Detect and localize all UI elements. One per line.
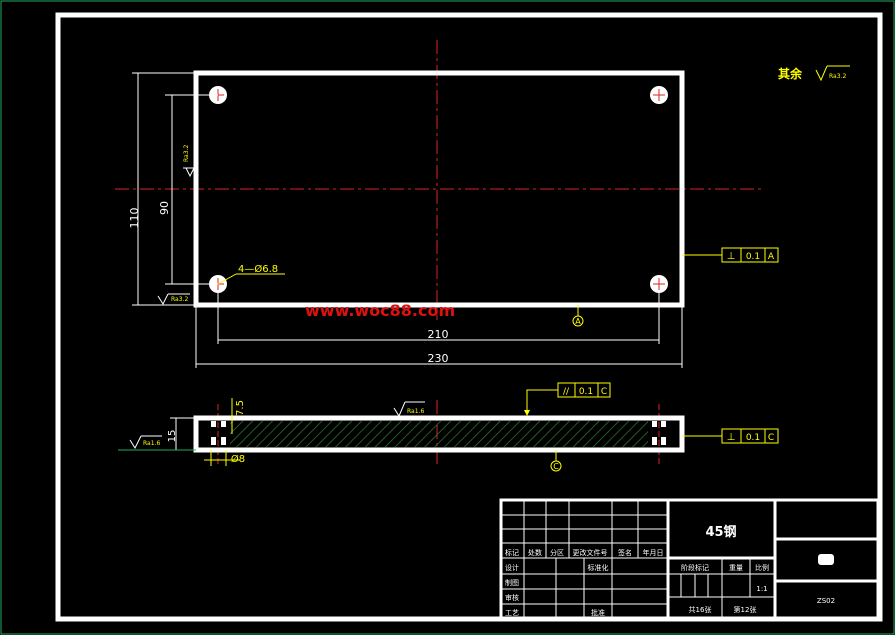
other-roughness-label: 其余 [778,66,803,81]
tol-parallel-arrow [524,410,530,416]
tol-perp-side-datum: C [768,433,774,443]
hole-leader [217,273,237,285]
section-hatch [230,421,648,447]
tol-parallel-leader [526,389,558,412]
drawing-frame [55,12,883,622]
dim-90: 90 [158,201,171,215]
hole-callout: 4—Ø6.8 [238,263,278,275]
dim-110-lines [132,72,196,306]
drawing-code: ZS02 [817,597,835,605]
stage-label: 阶段标记 [681,563,709,572]
tol-parallel-frame: // 0.1 C [557,382,611,398]
datum-a: A [572,305,584,327]
row-process: 工艺 [505,609,519,617]
row-design: 设计 [505,563,519,572]
roughness-value-mid: Ra1.6 [407,408,424,415]
tol-perp-top-value: 0.1 [746,252,760,262]
sheets-total: 共16张 [689,605,712,614]
scale-value: 1:1 [756,585,767,593]
tol-perp-side-symbol: ⊥ [727,432,736,443]
dim-210: 210 [428,328,449,341]
roughness-other-symbol: Ra3.2 [815,65,850,82]
dim-210-lines [217,292,660,344]
header-zone: 分区 [550,548,564,557]
dim-230-lines [195,307,683,368]
counterbore-left [211,421,226,445]
hole-top-right [650,86,668,104]
title-block [499,498,880,620]
dim-8-lines [204,450,240,466]
sheet-number: 第12张 [734,605,757,614]
dim-110: 110 [128,208,141,229]
approve-label: 批准 [591,608,605,617]
roughness-value-bottom: Ra3.2 [171,296,188,303]
roughness-value-side: Ra1.6 [143,440,160,447]
tol-perp-side-value: 0.1 [746,433,760,443]
header-change-doc: 更改文件号 [573,548,608,557]
datum-c-label: C [553,462,559,471]
tol-perp-side-frame: ⊥ 0.1 C [721,428,779,444]
datum-c: C [550,450,562,472]
plate-section-view [193,415,685,453]
dim-8: Ø8 [231,453,245,465]
dim-90-lines [165,94,218,285]
row-review: 审核 [505,593,519,602]
roughness-side-left: Ra1.6 [118,435,196,451]
header-sign: 签名 [618,548,632,557]
tol-parallel-value: 0.1 [579,387,593,397]
roughness-left-upper: Ra3.2 [183,145,195,178]
header-date: 年月日 [643,548,664,557]
roughness-section-top: Ra1.6 [393,401,425,418]
tol-perp-top-datum: A [768,252,775,262]
dim-230: 230 [428,352,449,365]
roughness-bottom-left: Ra3.2 [157,293,190,306]
watermark: www.woc88.com [305,301,455,320]
roughness-value-other: Ra3.2 [829,73,846,80]
weight-label: 重量 [729,564,743,572]
tol-perp-top-symbol: ⊥ [727,251,736,262]
hole-bottom-right [650,275,668,293]
dim-15: 15 [167,430,178,443]
std-label: 标准化 [588,563,609,572]
roughness-value-left: Ra3.2 [183,145,190,162]
header-count: 处数 [528,548,542,557]
datum-a-label: A [575,317,581,326]
counterbore-right [652,421,666,445]
plate-top-view [193,70,685,308]
dim-7-5: 7.5 [235,400,246,416]
tol-perp-top-frame: ⊥ 0.1 A [721,247,779,263]
row-draw: 制图 [505,578,519,587]
scale-label: 比例 [755,563,769,572]
company-logo [818,554,834,565]
header-mark: 标记 [505,548,519,557]
material: 45钢 [705,524,736,540]
tol-parallel-datum: C [601,387,607,397]
tol-parallel-symbol: // [563,387,570,397]
